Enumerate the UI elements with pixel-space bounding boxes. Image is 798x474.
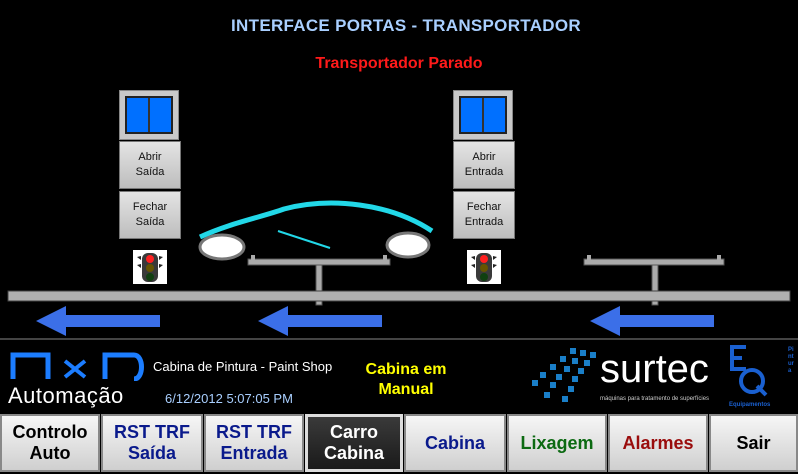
conveyor-scene [0, 200, 798, 340]
datetime-label: 6/12/2012 5:07:05 PM [165, 391, 293, 406]
nav-alarmes-button[interactable]: Alarmes [608, 414, 708, 472]
carriage-left [247, 255, 391, 306]
surtec-name: surtec [600, 347, 709, 391]
nav-cabina-button[interactable]: Cabina [404, 414, 506, 472]
arrow-left-icon [258, 306, 382, 336]
eq-logo-icon [730, 345, 768, 397]
arrow-left-icon [590, 306, 714, 336]
traffic-light-entry-icon [467, 250, 501, 284]
exit-door-indicator [119, 90, 179, 140]
eq-side-label: Pintura [788, 347, 794, 374]
surtec-tagline: máquinas para tratamento de superfícies [600, 396, 710, 402]
page-title: INTERFACE PORTAS - TRANSPORTADOR [231, 16, 581, 35]
traffic-light-exit-icon [133, 250, 167, 284]
entry-door-indicator [453, 90, 513, 140]
brand-name: Automação [8, 383, 124, 408]
carriage-right [583, 255, 725, 306]
surtec-logo-icon [532, 348, 596, 402]
nav-lixagem-button[interactable]: Lixagem [507, 414, 607, 472]
location-label: Cabina de Pintura - Paint Shop [153, 359, 333, 374]
arrow-left-icon [36, 306, 160, 336]
conveyor-status: Transportador Parado [315, 55, 483, 72]
nav-sair-button[interactable]: Sair [709, 414, 798, 472]
axd-logo-icon [10, 352, 144, 381]
eq-tagline: Equipamentos [729, 402, 771, 408]
car-icon [198, 200, 434, 261]
conveyor-rail [7, 290, 791, 302]
